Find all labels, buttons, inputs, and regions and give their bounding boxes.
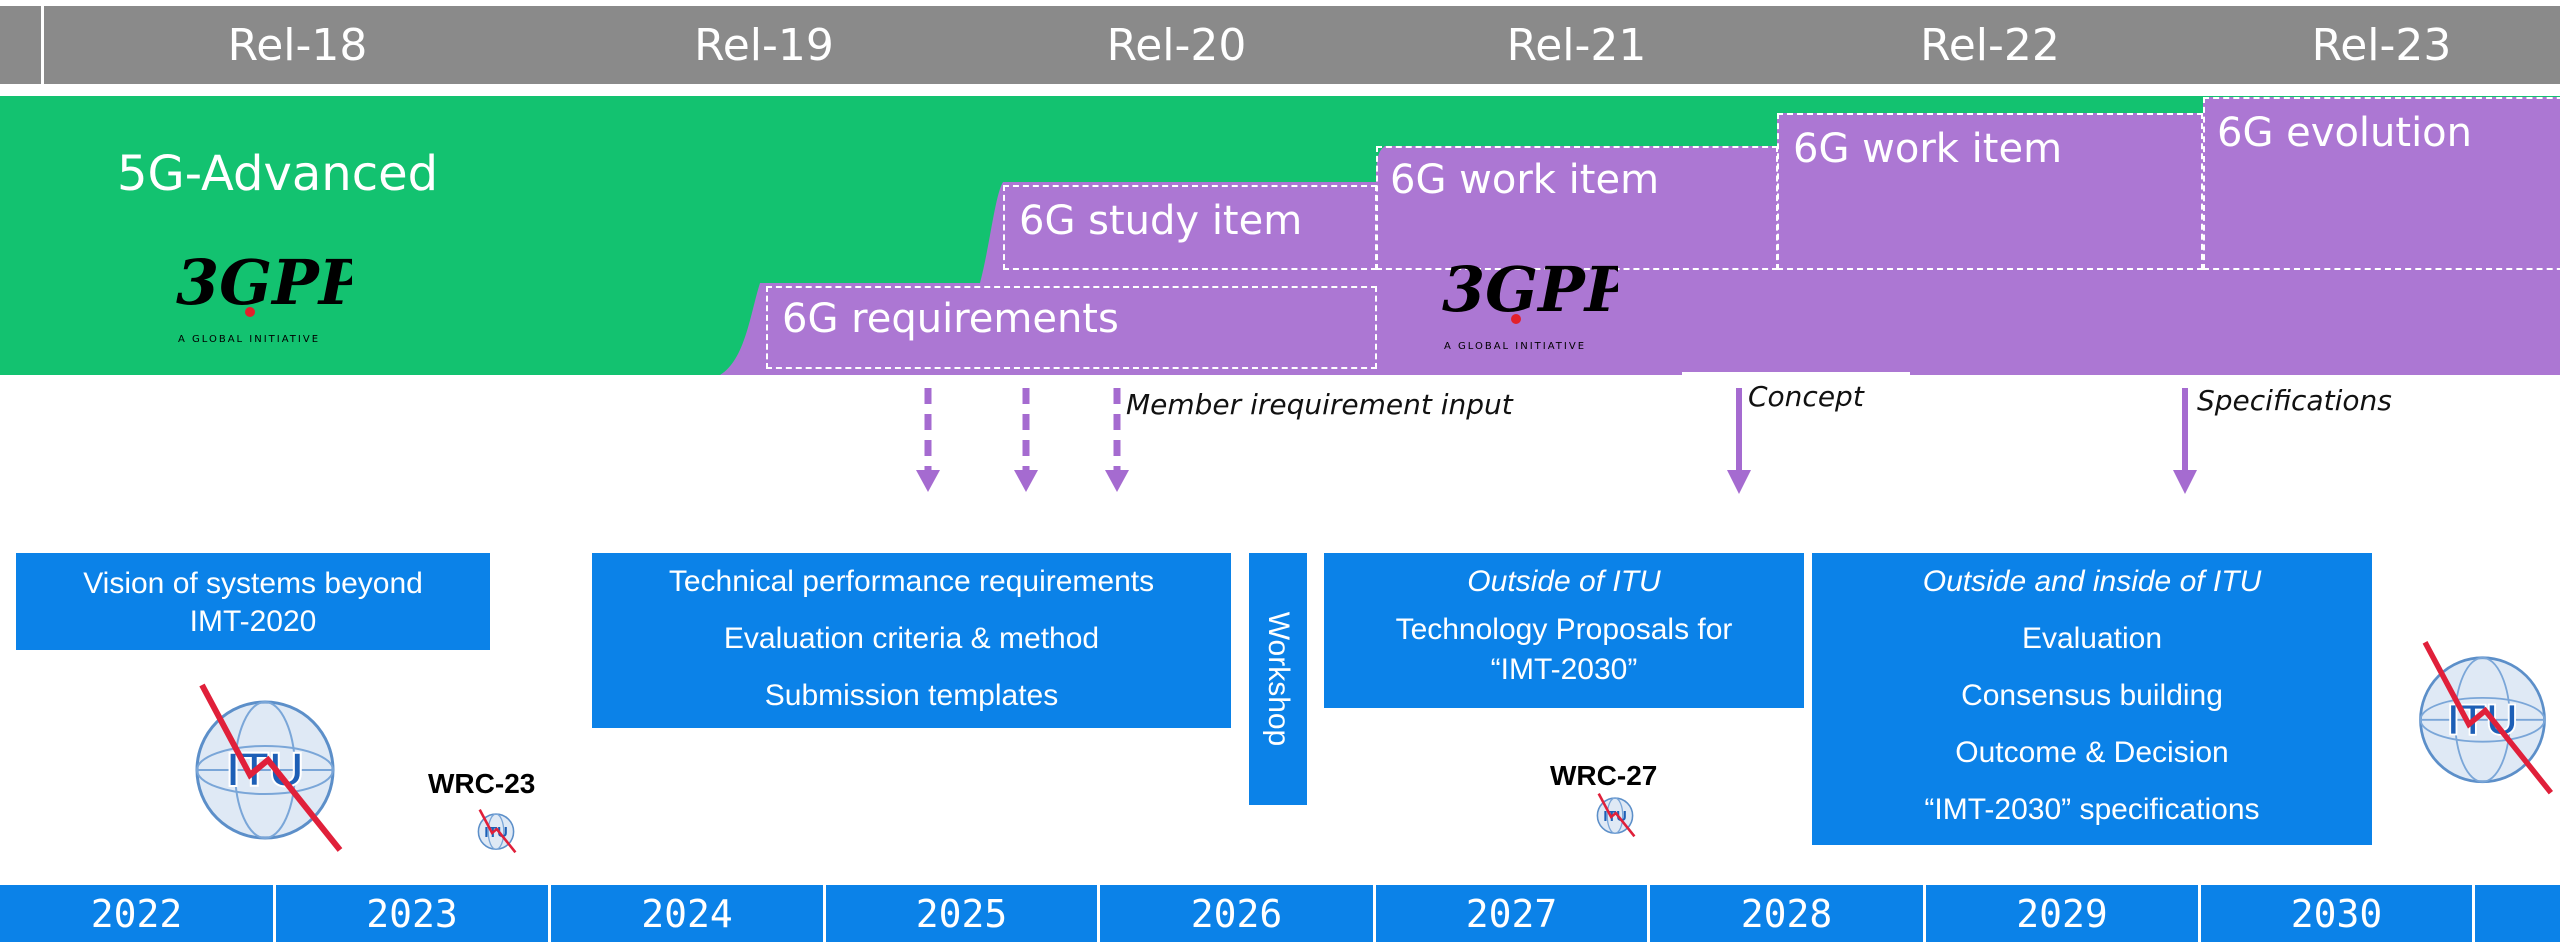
threegpp-logo-text: 3GPP bbox=[176, 246, 352, 319]
release-rel-21: Rel-21 bbox=[1376, 6, 1780, 84]
six-g-work-item-box-2 bbox=[1777, 113, 2203, 270]
year-2025: 2025 bbox=[826, 885, 1100, 942]
wrc-27-label: WRC-27 bbox=[1550, 760, 1658, 791]
threegpp-logo-center: 3GPP A GLOBAL INITIATIVE bbox=[1438, 240, 1634, 360]
inside-line-3: Outcome & Decision bbox=[1955, 736, 2229, 769]
year-2026: 2026 bbox=[1100, 885, 1376, 942]
six-g-work-item-label-2: 6G work item bbox=[1793, 126, 2063, 172]
year-bar-right-stub bbox=[2475, 885, 2560, 942]
release-rel-20: Rel-20 bbox=[977, 6, 1379, 84]
itu-logo-large-left: ITU bbox=[195, 683, 343, 852]
threegpp-logo-text: 3GPP bbox=[1442, 253, 1618, 326]
itu-logo-small-wrc23: ITU bbox=[477, 809, 517, 854]
year-2030: 2030 bbox=[2201, 885, 2475, 942]
threegpp-logo-tagline: A GLOBAL INITIATIVE bbox=[178, 334, 320, 345]
release-rel-22: Rel-22 bbox=[1777, 6, 2206, 84]
technical-line-1: Technical performance requirements bbox=[668, 565, 1155, 598]
outside-itu-box: Outside of ITU Technology Proposals for … bbox=[1324, 553, 1804, 708]
release-rel-19: Rel-19 bbox=[551, 6, 980, 84]
threegpp-logo-tagline: A GLOBAL INITIATIVE bbox=[1444, 341, 1586, 352]
release-rel-23: Rel-23 bbox=[2203, 6, 2560, 84]
itu-logo-small-wrc27: ITU bbox=[1596, 793, 1636, 838]
year-2024: 2024 bbox=[551, 885, 826, 942]
six-g-requirements-box bbox=[766, 286, 1377, 369]
outside-itu-title: Outside of ITU bbox=[1467, 565, 1661, 598]
wrc-23-label: WRC-23 bbox=[428, 768, 536, 799]
threegpp-logo-left: 3GPP A GLOBAL INITIATIVE bbox=[172, 238, 368, 348]
technical-line-2: Evaluation criteria & method bbox=[723, 622, 1100, 655]
inside-line-4: “IMT-2030” specifications bbox=[1924, 793, 2260, 826]
year-2022: 2022 bbox=[0, 885, 276, 942]
outside-line-2: “IMT-2030” bbox=[1490, 653, 1638, 686]
six-g-evolution-box bbox=[2203, 97, 2560, 270]
year-2023: 2023 bbox=[276, 885, 551, 942]
itu-logo-large-right: ITU bbox=[2419, 640, 2554, 795]
six-g-study-item-label: 6G study item bbox=[1019, 198, 1303, 244]
five-g-advanced-label: 5G-Advanced bbox=[117, 146, 439, 202]
six-g-purple-band bbox=[720, 97, 2560, 375]
inside-line-2: Consensus building bbox=[1961, 679, 2223, 712]
vision-line-1: Vision of systems beyond bbox=[83, 567, 423, 600]
release-rel-18: Rel-18 bbox=[44, 6, 554, 84]
inside-line-1: Evaluation bbox=[2021, 622, 2163, 655]
six-g-work-item-label-1: 6G work item bbox=[1390, 157, 1660, 203]
workshop-label: Workshop bbox=[1262, 611, 1295, 747]
outside-line-1: Technology Proposals for bbox=[1395, 613, 1733, 646]
concept-label-backdrop bbox=[1682, 372, 1910, 412]
specifications-annotation: Specifications bbox=[2197, 384, 2392, 417]
concept-annotation: Concept bbox=[1748, 380, 1864, 413]
member-input-annotation: Member irequirement input bbox=[1126, 388, 1513, 421]
vision-line-2: IMT-2020 bbox=[189, 605, 317, 638]
release-bar-left-stub bbox=[0, 6, 44, 84]
technical-line-3: Submission templates bbox=[764, 679, 1059, 712]
six-g-evolution-label: 6G evolution bbox=[2217, 110, 2472, 156]
inside-itu-box: Outside and inside of ITU Evaluation Con… bbox=[1812, 553, 2372, 845]
year-2027: 2027 bbox=[1376, 885, 1650, 942]
vision-box: Vision of systems beyond IMT-2020 bbox=[16, 553, 490, 650]
year-2028: 2028 bbox=[1650, 885, 1926, 942]
year-2029: 2029 bbox=[1926, 885, 2201, 942]
technical-requirements-box: Technical performance requirements Evalu… bbox=[592, 553, 1231, 728]
workshop-box: Workshop bbox=[1249, 553, 1307, 805]
inside-itu-title: Outside and inside of ITU bbox=[1922, 565, 2262, 598]
six-g-requirements-label: 6G requirements bbox=[782, 296, 1119, 342]
